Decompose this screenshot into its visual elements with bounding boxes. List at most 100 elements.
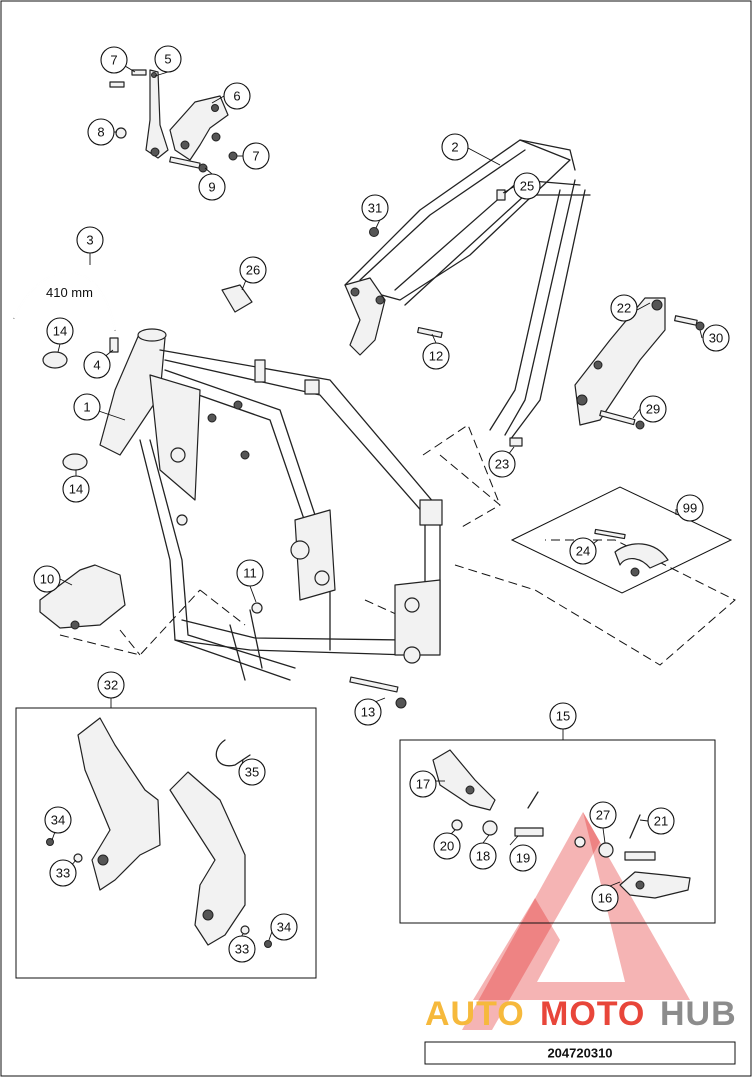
pin-part-21 (629, 814, 641, 839)
callout-17: 17 (409, 770, 437, 798)
bracket-part-5 (145, 69, 169, 159)
screw-part-34-a (46, 838, 54, 846)
svg-text:19: 19 (516, 851, 530, 866)
spring-part-27 (598, 842, 614, 858)
svg-text:8: 8 (97, 125, 104, 140)
svg-text:14: 14 (53, 324, 67, 339)
callout-5: 5 (154, 45, 182, 73)
svg-text:12: 12 (429, 349, 443, 364)
svg-text:23: 23 (495, 457, 509, 472)
bolt-part-23 (509, 437, 523, 447)
group-box-99 (510, 486, 733, 594)
svg-text:34: 34 (51, 813, 65, 828)
frame-guard-right-part (169, 771, 246, 946)
svg-text:30: 30 (709, 331, 723, 346)
watermark-hub: HUB (660, 995, 737, 1033)
rear-subframe-part (344, 139, 591, 441)
svg-text:22: 22 (617, 301, 631, 316)
svg-text:2: 2 (451, 140, 458, 155)
nut-part-8 (115, 127, 127, 139)
callout-7-top: 7 (100, 46, 128, 74)
callout-14-bottom: 14 (62, 475, 90, 503)
callout-33-left: 33 (49, 859, 77, 887)
callout-23: 23 (488, 450, 516, 478)
watermark-text: AUTO MOTO HUB (425, 995, 737, 1033)
split-pin-part-20 (451, 819, 463, 831)
svg-text:25: 25 (520, 179, 534, 194)
guard-part-10 (39, 564, 126, 630)
svg-text:9: 9 (208, 180, 215, 195)
callout-33-right: 33 (228, 935, 256, 963)
callout-26: 26 (239, 256, 267, 284)
callout-31: 31 (361, 194, 389, 222)
callout-35: 35 (238, 758, 266, 786)
svg-text:26: 26 (246, 263, 260, 278)
svg-text:34: 34 (277, 920, 291, 935)
svg-text:4: 4 (93, 358, 100, 373)
callout-27: 27 (589, 801, 617, 829)
group-box-15 (399, 739, 716, 924)
callout-34-left: 34 (44, 806, 72, 834)
bolt-part-29 (599, 410, 645, 430)
bolt-part-13 (349, 676, 407, 709)
svg-text:16: 16 (598, 891, 612, 906)
plate-part-26 (221, 284, 253, 313)
screw-part-34-b (264, 940, 272, 948)
washer-part-20-b (574, 836, 586, 848)
svg-text:15: 15 (556, 709, 570, 724)
fitting-part-4 (109, 337, 119, 353)
callout-9: 9 (198, 173, 226, 201)
frame-guard-left-part (77, 717, 161, 891)
svg-text:29: 29 (646, 402, 660, 417)
callout-15: 15 (549, 702, 577, 730)
watermark-triangle-inner (462, 812, 600, 1030)
svg-text:10: 10 (40, 572, 54, 587)
hose-length-label: 410 mm (46, 285, 93, 300)
svg-text:3: 3 (86, 233, 93, 248)
svg-text:18: 18 (476, 849, 490, 864)
svg-text:14: 14 (69, 482, 83, 497)
svg-text:17: 17 (416, 777, 430, 792)
bolt-part-9 (169, 156, 208, 173)
clamp-part-14-b (62, 453, 88, 471)
callout-2: 2 (441, 133, 469, 161)
svg-text:24: 24 (576, 544, 590, 559)
washer-part-33-b (240, 925, 250, 935)
callout-3: 3 (76, 226, 104, 254)
bracket-part-22 (574, 297, 666, 426)
watermark-triangle (473, 812, 690, 1000)
callout-18: 18 (469, 842, 497, 870)
drawing-code: 204720310 (547, 1046, 612, 1061)
callout-25: 25 (513, 172, 541, 200)
pin-part-19-b (624, 851, 656, 861)
svg-text:33: 33 (235, 942, 249, 957)
callout-8: 8 (87, 118, 115, 146)
pin-part-top (527, 791, 539, 809)
cable-tie-part-35 (215, 739, 251, 767)
callout-16: 16 (591, 884, 619, 912)
svg-text:21: 21 (654, 814, 668, 829)
callout-1: 1 (73, 393, 101, 421)
svg-text:1: 1 (83, 400, 90, 415)
callout-6: 6 (223, 82, 251, 110)
nut-part-7-b (211, 132, 238, 161)
callout-12: 12 (422, 342, 450, 370)
svg-text:5: 5 (164, 52, 171, 67)
main-frame-part (99, 328, 443, 681)
callout-13: 13 (354, 698, 382, 726)
svg-text:35: 35 (245, 765, 259, 780)
hose-part-3 (13, 271, 116, 331)
watermark-moto: MOTO (540, 995, 645, 1033)
callout-19: 19 (509, 844, 537, 872)
drawing-code-box (424, 1041, 736, 1065)
svg-text:20: 20 (440, 839, 454, 854)
svg-text:32: 32 (104, 678, 118, 693)
bolt-part-7-a (109, 69, 147, 88)
svg-text:33: 33 (56, 866, 70, 881)
guard-part-99 (594, 528, 669, 577)
nut-part-11 (251, 602, 263, 614)
svg-text:7: 7 (252, 149, 259, 164)
callout-4: 4 (83, 351, 111, 379)
